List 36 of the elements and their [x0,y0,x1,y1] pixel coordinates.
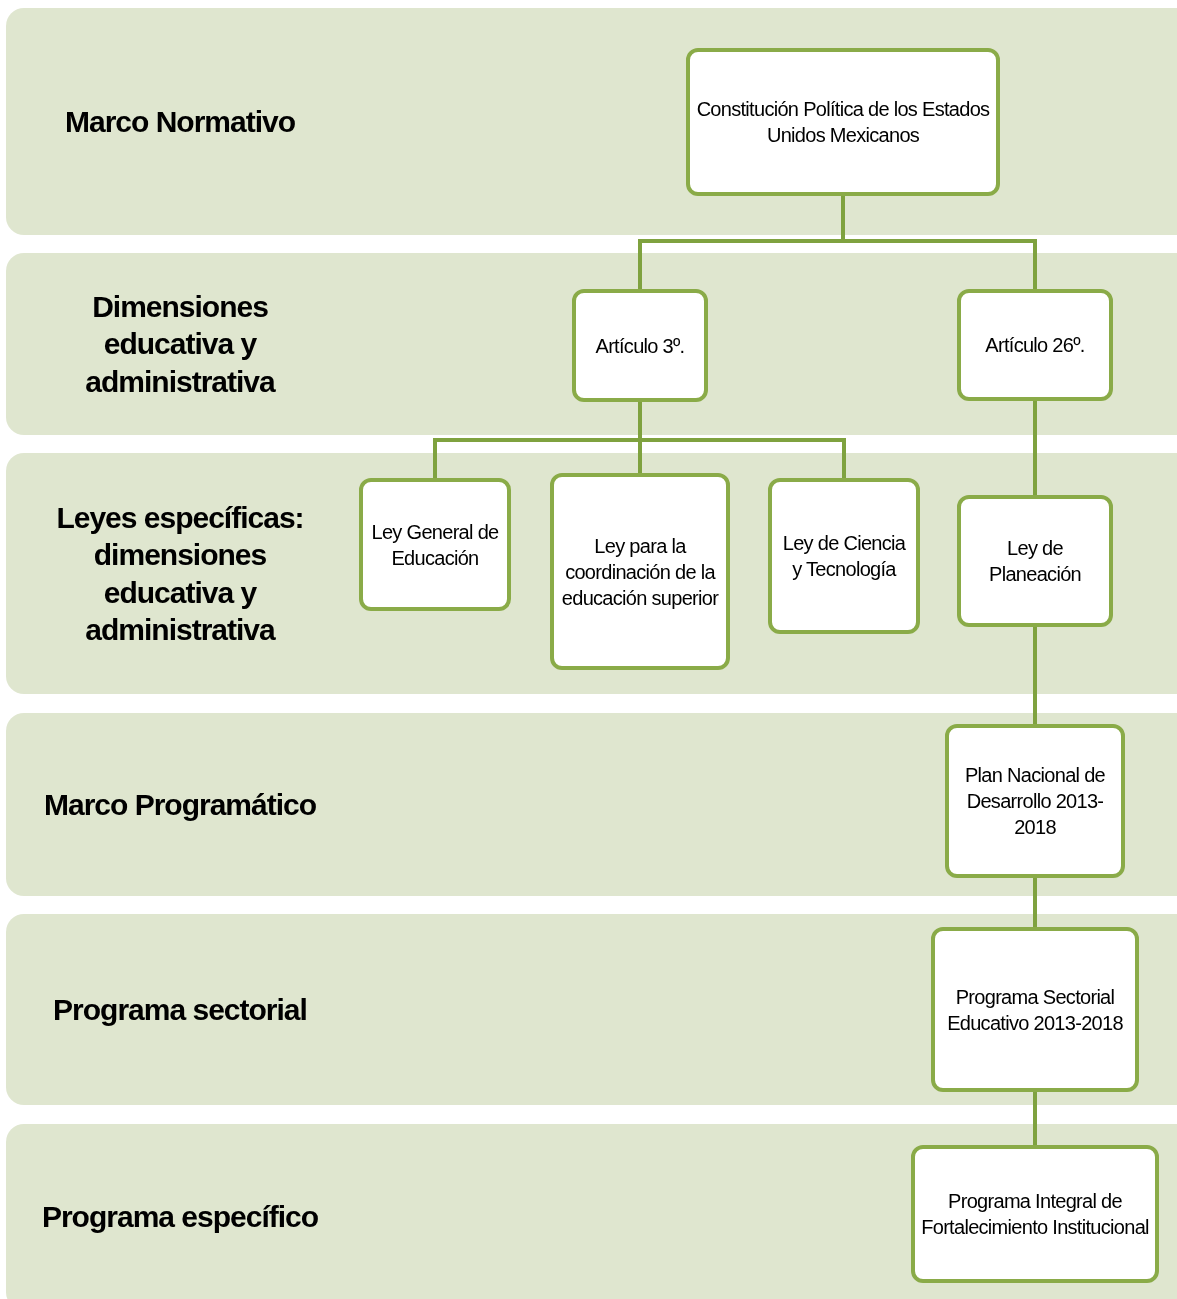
text-box [359,478,511,611]
connector-line [1033,878,1037,927]
connector-line [1033,627,1037,724]
band-heading: Dimensiones educativa y administrativa [84,288,277,400]
text-box [931,927,1139,1092]
band-heading: Marco Normativo [64,103,296,140]
band-heading: Programa sectorial [53,991,307,1028]
box-label: Constitución Política de los Estados Unidos Mexicanos [696,97,990,148]
band-background [6,713,1177,896]
text-box [911,1145,1159,1283]
text-box [957,289,1113,401]
connector-line [1033,1092,1037,1145]
box-label: Ley General de Educación [370,519,500,571]
band-heading: Marco Programático [43,786,317,823]
box-label: Programa Sectorial Educativo 2013-2018 [946,984,1124,1036]
text-box [550,473,730,670]
band-background [6,253,1177,435]
text-box [572,289,708,402]
text-box [768,478,920,634]
text-box [686,48,1000,196]
box-label: Artículo 26º. [985,333,1085,358]
band-background [6,1124,1177,1299]
box-label: Artículo 3º. [595,333,685,359]
box-label: Plan Nacional de Desarrollo 2013-2018 [964,763,1106,840]
text-box [945,724,1125,878]
text-box [957,495,1113,627]
box-label: Ley de Planeación [988,536,1082,587]
band-background [6,8,1177,235]
band-heading: Leyes específicas: dimensiones educativa y administrativa [55,499,305,648]
band-background [6,453,1177,694]
box-label: Programa Integral de Fortalecimiento Institucional [921,1189,1149,1240]
band-heading: Programa específico [41,1199,319,1236]
connector-line [1033,401,1037,495]
box-label: Ley de Ciencia y Tecnología [781,531,907,582]
box-label: Ley para la coordinación de la educación superior [560,533,720,611]
band-background [6,914,1177,1105]
